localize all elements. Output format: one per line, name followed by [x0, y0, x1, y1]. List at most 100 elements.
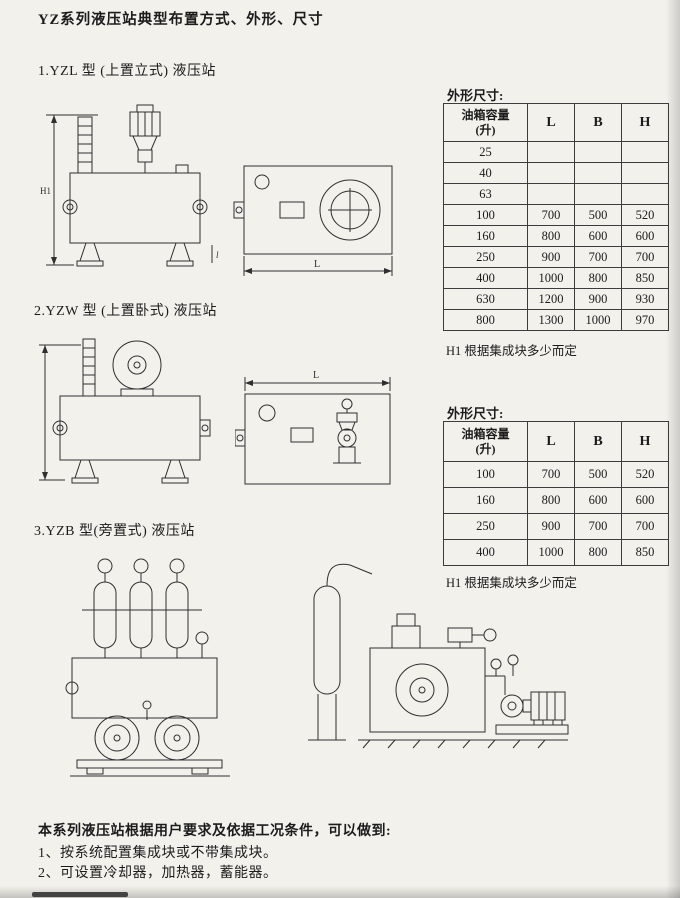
- dimension-cell: 800: [527, 487, 575, 514]
- dimension-cell: [621, 141, 669, 163]
- capacity-cell: 400: [443, 267, 528, 289]
- dimension-cell: 970: [621, 309, 669, 331]
- yzl-end-view-svg: L: [233, 165, 393, 276]
- yzb-pump-unit-svg: [308, 563, 569, 749]
- yzb-accumulator-unit-svg: [65, 558, 230, 777]
- dimension-cell: 800: [574, 267, 622, 289]
- yzw-side-view-drawing: [35, 325, 225, 500]
- dimension-cell: 900: [574, 288, 622, 310]
- dimension-cell: 1200: [527, 288, 575, 310]
- scan-edge-shadow-right: [666, 0, 680, 898]
- dimension-cell: [527, 183, 575, 205]
- dimension-cell: 800: [527, 225, 575, 247]
- capacity-cell: 400: [443, 539, 528, 566]
- dimension-cell: [527, 141, 575, 163]
- dimension-label-l: L: [313, 370, 319, 381]
- table-row: 63: [443, 183, 669, 205]
- yzl-side-view-drawing: H1 l: [40, 95, 230, 290]
- dimension-label-h1: H1: [40, 186, 51, 196]
- footer-requirements-line: 本系列液压站根据用户要求及依据工况条件，可以做到:: [38, 824, 392, 839]
- column-header-L: L: [527, 421, 575, 462]
- dimensions-note-yzw: H1 根据集成块多少而定: [446, 576, 577, 590]
- dimension-cell: [621, 162, 669, 184]
- dimension-cell: [527, 162, 575, 184]
- table-header-row: 油箱容量 (升) L B H: [443, 421, 669, 462]
- column-header-capacity: 油箱容量 (升): [443, 421, 528, 462]
- section-heading-yzb: 3.YZB 型(旁置式) 液压站: [34, 524, 195, 539]
- page-title: YZ系列液压站典型布置方式、外形、尺寸: [38, 12, 324, 28]
- dimensions-caption-yzl: 外形尺寸:: [447, 88, 504, 103]
- footer-option-2: 2、可设置冷却器，加热器，蓄能器。: [38, 866, 278, 881]
- capacity-cell: 40: [443, 162, 528, 184]
- capacity-cell: 25: [443, 141, 528, 163]
- capacity-cell: 630: [443, 288, 528, 310]
- section-heading-yzw: 2.YZW 型 (上置卧式) 液压站: [34, 304, 217, 319]
- column-header-H: H: [621, 103, 669, 142]
- scan-artifact-mark: [32, 892, 128, 897]
- yzw-side-view-svg: [39, 338, 211, 484]
- dimensions-note-yzl: H1 根据集成块多少而定: [446, 344, 577, 358]
- dimension-cell: 850: [621, 539, 669, 566]
- capacity-cell: 160: [443, 225, 528, 247]
- dimension-cell: 900: [527, 513, 575, 540]
- dimension-cell: [574, 162, 622, 184]
- dimension-cell: 600: [621, 487, 669, 514]
- dimension-cell: 600: [621, 225, 669, 247]
- dimension-cell: 700: [527, 204, 575, 226]
- dimension-cell: 900: [527, 246, 575, 268]
- column-header-L: L: [527, 103, 575, 142]
- column-header-capacity: 油箱容量 (升): [443, 103, 528, 142]
- dimension-cell: 700: [574, 513, 622, 540]
- dimension-cell: 700: [621, 513, 669, 540]
- dimension-label-l-small: l: [216, 250, 219, 260]
- dimension-cell: 1000: [574, 309, 622, 331]
- yzw-end-view-svg: L: [234, 370, 391, 485]
- table-row: 40: [443, 162, 669, 184]
- column-header-B: B: [574, 421, 622, 462]
- dimension-cell: 930: [621, 288, 669, 310]
- dimension-cell: 1000: [527, 539, 575, 566]
- capacity-cell: 160: [443, 487, 528, 514]
- dimension-cell: [621, 183, 669, 205]
- dimension-cell: 600: [574, 225, 622, 247]
- dimension-label-l: L: [314, 259, 320, 270]
- capacity-cell: 100: [443, 204, 528, 226]
- dimension-cell: 500: [574, 461, 622, 488]
- capacity-cell: 63: [443, 183, 528, 205]
- dimension-cell: 520: [621, 204, 669, 226]
- dimension-cell: 850: [621, 267, 669, 289]
- table-row: 25: [443, 141, 669, 163]
- capacity-cell: 250: [443, 246, 528, 268]
- scan-edge-shadow-bottom: [0, 886, 680, 898]
- dimensions-caption-yzw: 外形尺寸:: [447, 406, 504, 421]
- dimension-cell: 600: [574, 487, 622, 514]
- yzw-end-view-drawing: L: [234, 366, 400, 503]
- yzb-pump-unit-drawing: [300, 556, 570, 801]
- yzl-side-view-svg: H1 l: [40, 104, 219, 267]
- dimension-cell: 520: [621, 461, 669, 488]
- footer-option-1: 1、按系统配置集成块或不带集成块。: [38, 846, 278, 861]
- dimension-cell: 500: [574, 204, 622, 226]
- column-header-H: H: [621, 421, 669, 462]
- yzb-accumulator-unit-drawing: [42, 552, 242, 797]
- table-header-row: 油箱容量 (升) L B H: [443, 103, 669, 142]
- dimension-cell: 700: [621, 246, 669, 268]
- dimension-cell: 1300: [527, 309, 575, 331]
- dimension-cell: 700: [527, 461, 575, 488]
- yzl-end-view-drawing: L: [232, 158, 407, 288]
- section-heading-yzl: 1.YZL 型 (上置立式) 液压站: [38, 64, 217, 79]
- dimension-cell: [574, 141, 622, 163]
- dimension-cell: 1000: [527, 267, 575, 289]
- capacity-cell: 250: [443, 513, 528, 540]
